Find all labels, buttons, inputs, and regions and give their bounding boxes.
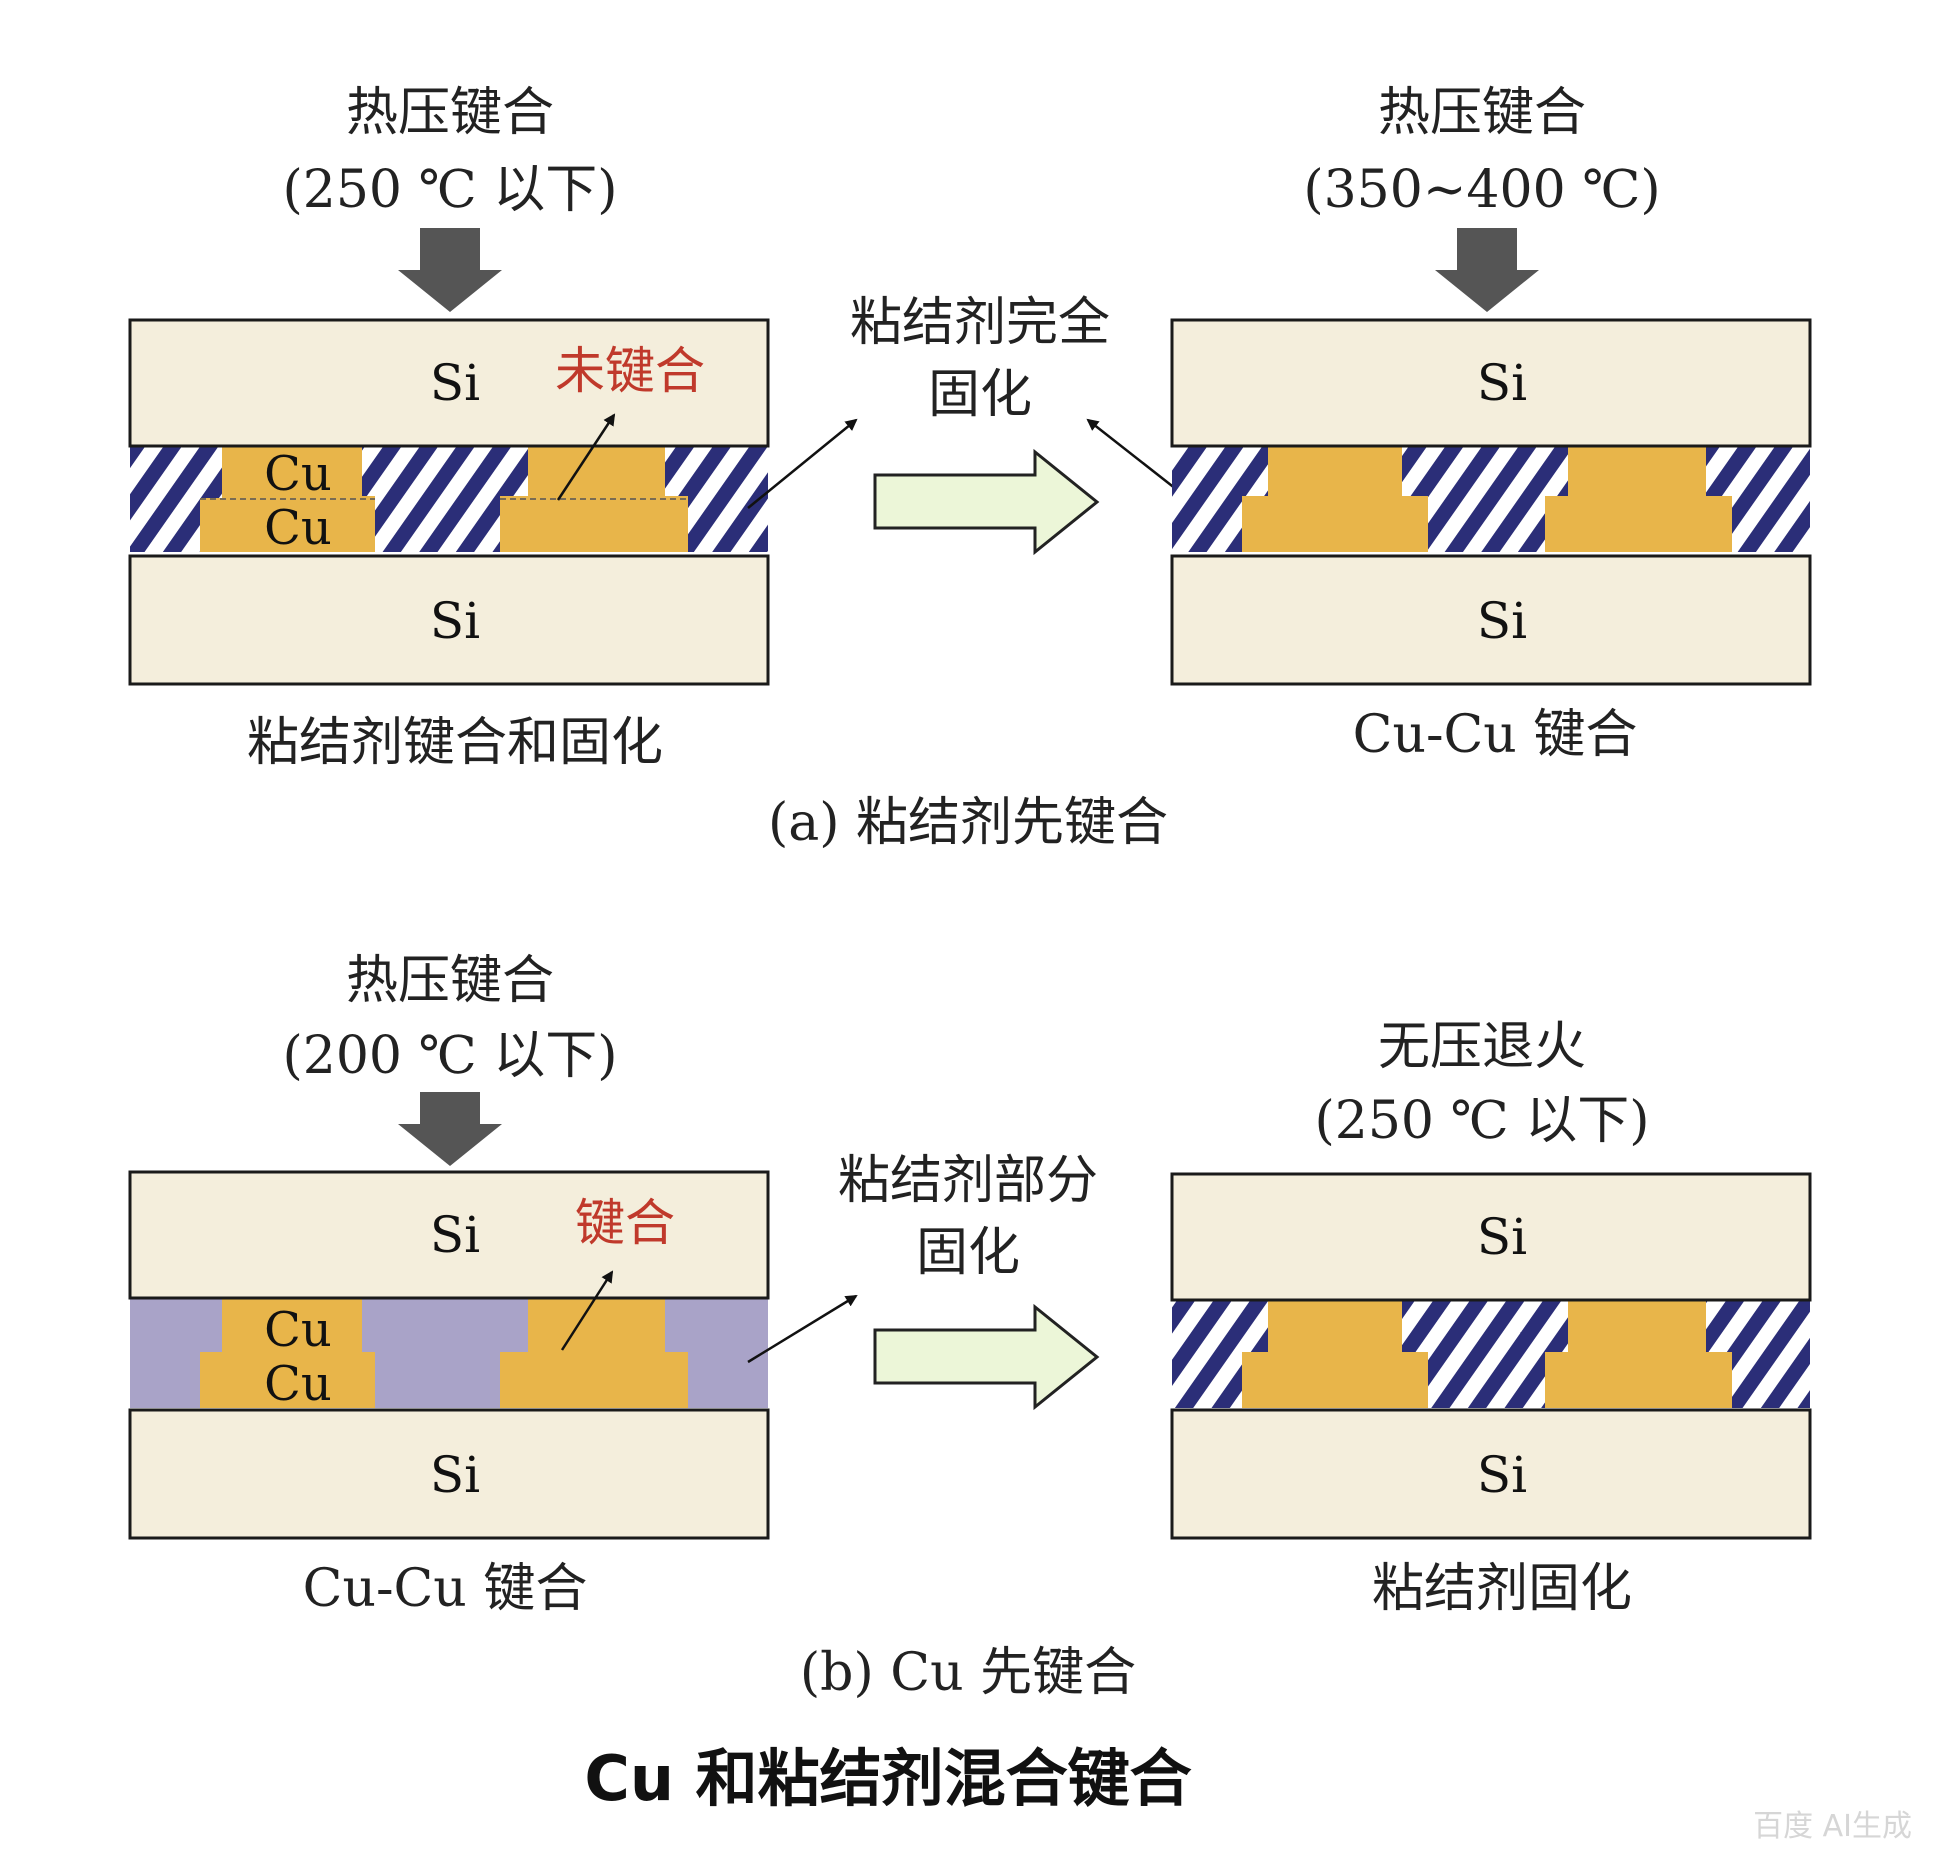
si-top-layer [128, 318, 770, 448]
process-label-a-right: 热压键合 [1378, 83, 1586, 143]
si-label: Si [1477, 1208, 1527, 1266]
panel-a-subtitle: (a) 粘结剂先键合 [768, 793, 1168, 853]
press-arrow-icon [398, 1092, 502, 1166]
process-label-a-left: 热压键合 [346, 83, 554, 143]
cu-pillar-bonded-right [1545, 1300, 1732, 1408]
si-label: Si [1477, 1446, 1527, 1504]
middle-label-a: 粘结剂完全 [850, 293, 1110, 353]
annotation-pointer [556, 413, 616, 501]
process-conditions-a-right: (350~400 ℃) [1303, 160, 1660, 220]
caption-b-left: Cu-Cu 键合 [303, 1559, 588, 1619]
panel-a: 热压键合 (250 ℃ 以下) Si Si Cu Cu 未键合 粘结剂键合和固化… [128, 83, 1812, 853]
press-arrow-icon [1435, 228, 1539, 312]
bond-stack-b-left: Si Si Cu Cu 键合 [128, 1170, 770, 1540]
cu-pillar-bonded-left [1242, 446, 1428, 552]
unbonded-annotation: 未键合 [555, 342, 705, 400]
annotation-pointer [560, 1270, 614, 1351]
cu-bump-left [200, 446, 375, 552]
bond-stack-a-right: Si Si [1170, 318, 1812, 686]
caption-a-right: Cu-Cu 键合 [1353, 705, 1638, 765]
si-label: Si [1477, 592, 1527, 650]
middle-label-b: 粘结剂部分 [838, 1151, 1098, 1211]
process-flow-arrow-icon [873, 1303, 1100, 1411]
process-label-b-right: 无压退火 [1378, 1017, 1586, 1077]
process-conditions-a-left: (250 ℃ 以下) [282, 160, 617, 220]
si-label: Si [430, 354, 480, 412]
si-bottom-layer [128, 554, 770, 686]
pointer-arrow-left [747, 418, 858, 509]
cu-label: Cu [264, 500, 332, 556]
si-label: Si [430, 592, 480, 650]
process-conditions-b-right: (250 ℃ 以下) [1314, 1091, 1649, 1151]
figure-title: Cu 和粘结剂混合键合 [584, 1742, 1191, 1815]
pointer-arrow-left [747, 1294, 858, 1364]
caption-a-left: 粘结剂键合和固化 [247, 713, 663, 773]
si-top-layer [128, 1170, 770, 1300]
cu-label: Cu [264, 1302, 332, 1358]
middle-label-b-line2: 固化 [916, 1223, 1020, 1283]
cu-bump-right [500, 1298, 688, 1408]
press-arrow-icon [398, 228, 502, 312]
si-label: Si [1477, 354, 1527, 412]
cu-label: Cu [264, 446, 332, 502]
si-bottom-layer [128, 1408, 770, 1540]
caption-b-right: 粘结剂固化 [1372, 1559, 1632, 1619]
si-bottom-layer [1170, 1408, 1812, 1540]
si-top-layer [1170, 1172, 1812, 1302]
process-flow-arrow-icon [873, 448, 1100, 556]
process-label-b-left: 热压键合 [346, 951, 554, 1011]
panel-b-subtitle: (b) Cu 先键合 [800, 1643, 1136, 1703]
si-top-layer [1170, 318, 1812, 448]
bond-stack-b-right: Si Si [1170, 1172, 1812, 1540]
cu-label: Cu [264, 1356, 332, 1412]
bonded-annotation: 键合 [575, 1194, 675, 1252]
middle-label-a-line2: 固化 [928, 365, 1032, 425]
watermark: 百度 AI生成 [1753, 1809, 1912, 1844]
bond-stack-a-left: Si Si Cu Cu 未键合 [128, 318, 770, 686]
si-label: Si [430, 1446, 480, 1504]
cu-bump-left [200, 1298, 375, 1408]
si-bottom-layer [1170, 554, 1812, 686]
cu-pillar-bonded-left [1242, 1300, 1428, 1408]
cu-pillar-bonded-right [1545, 446, 1732, 552]
si-label: Si [430, 1206, 480, 1264]
panel-b: 热压键合 (200 ℃ 以下) Si Si Cu Cu 键合 Cu-Cu 键合 … [128, 951, 1812, 1703]
process-conditions-b-left: (200 ℃ 以下) [282, 1026, 617, 1086]
